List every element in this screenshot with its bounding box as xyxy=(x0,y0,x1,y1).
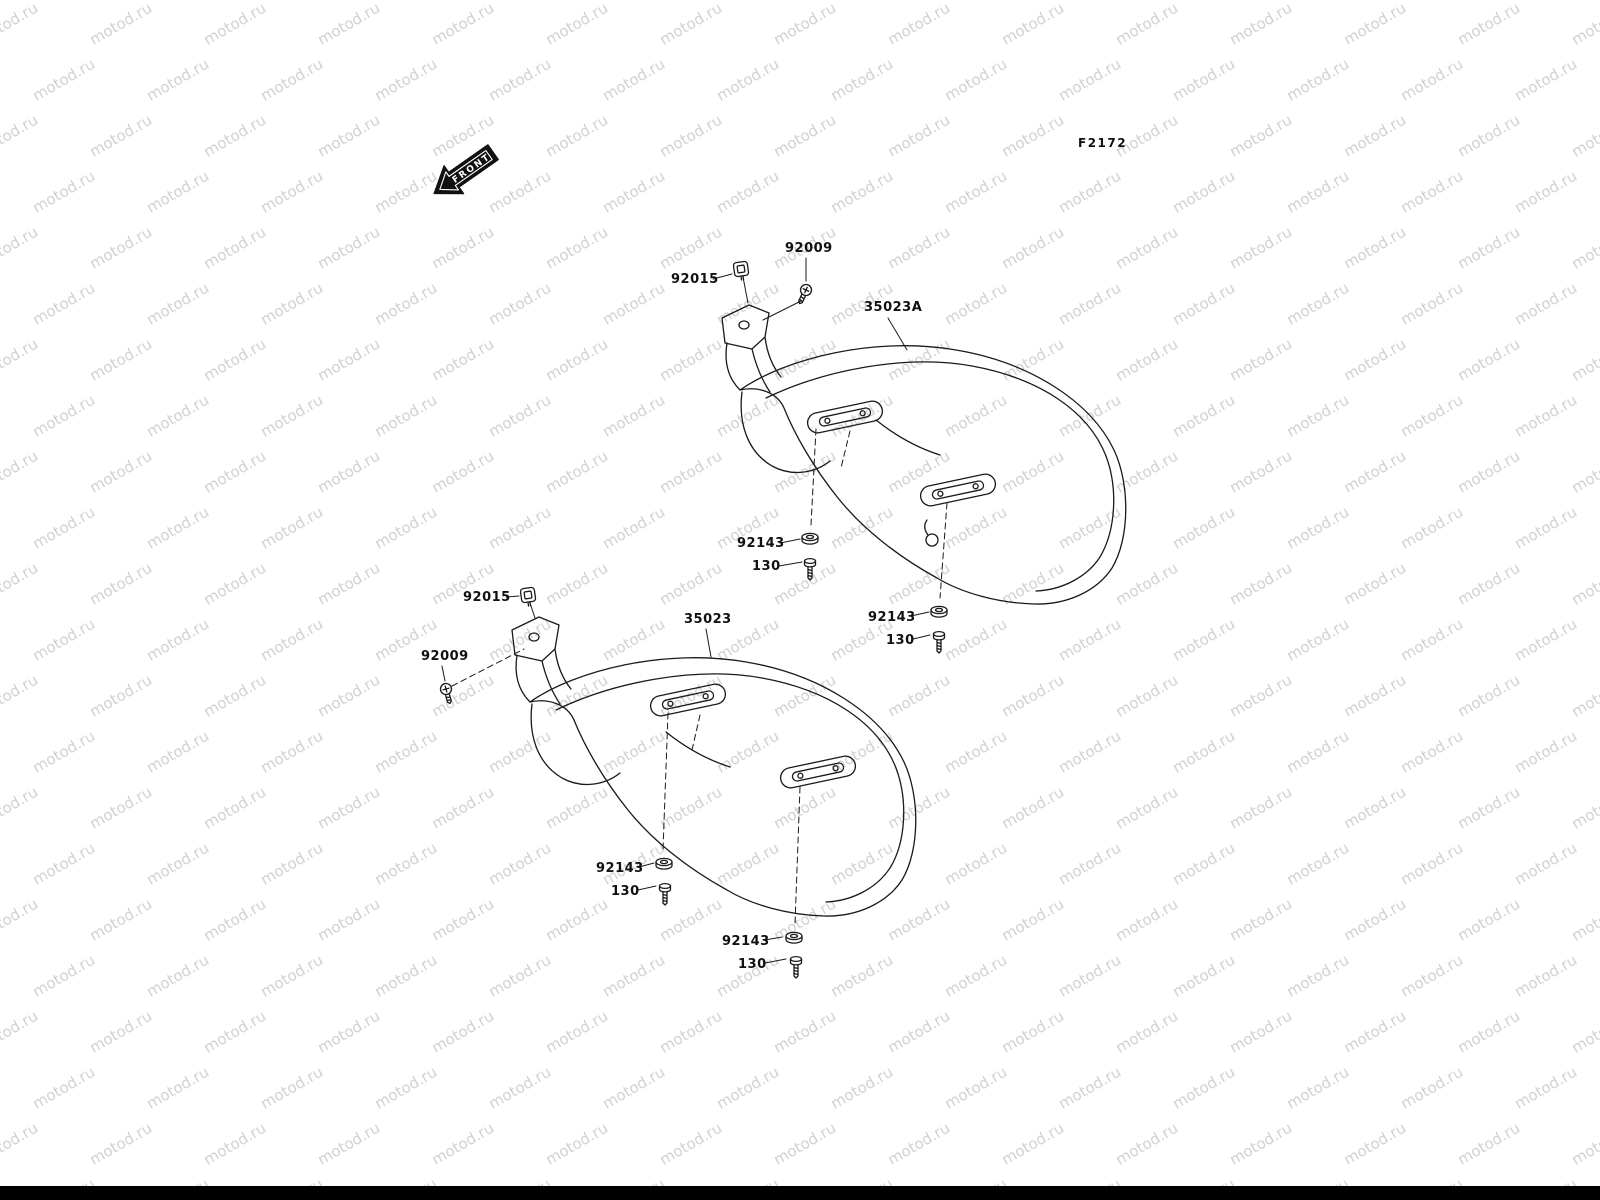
bracket-upper-supports xyxy=(725,336,782,393)
washer-92143-bottom-icon xyxy=(785,931,803,944)
part-label-130-bottom: 130 xyxy=(738,957,767,972)
fender-lower-endcap xyxy=(825,767,905,903)
part-label-35023: 35023 xyxy=(684,612,732,627)
bottom-bar xyxy=(0,1186,1600,1200)
fender-lower-front-flap xyxy=(530,703,621,786)
part-label-92143-upper-right: 92143 xyxy=(868,610,916,625)
fender-lower-ridge xyxy=(555,673,897,769)
part-label-92015-upper: 92015 xyxy=(671,272,719,287)
bracket-lower-supports xyxy=(515,648,572,705)
fender-upper-hook xyxy=(925,533,939,547)
fender-upper-crease xyxy=(875,419,941,456)
front-arrow-shape xyxy=(433,144,499,195)
part-label-92143-lower-left: 92143 xyxy=(596,861,644,876)
fender-upper-35023a xyxy=(721,304,1127,605)
damper-92015-lower-icon xyxy=(519,586,537,607)
fender-lower-35023 xyxy=(511,616,917,917)
slot-lower-d xyxy=(779,755,857,789)
part-label-130-upper-right: 130 xyxy=(886,633,915,648)
front-arrow-inner-outline xyxy=(439,150,493,191)
washer-92143-upper-left-icon xyxy=(801,532,819,545)
fender-upper-hook-tail xyxy=(924,519,929,536)
washer-92143-lower-left-icon xyxy=(655,857,673,870)
part-label-92143-bottom: 92143 xyxy=(722,934,770,949)
leader-lines xyxy=(441,257,931,964)
front-arrow: FRONT xyxy=(433,144,499,195)
bolt-130-bottom-icon xyxy=(789,955,803,979)
fender-lower-crease xyxy=(665,731,731,768)
fender-upper-outline xyxy=(739,345,1127,605)
part-label-92015-lower: 92015 xyxy=(463,590,511,605)
part-label-92009-lower: 92009 xyxy=(421,649,469,664)
part-label-35023a: 35023A xyxy=(864,300,923,315)
screw-92009-lower-icon xyxy=(439,682,453,705)
bracket-upper-hole xyxy=(738,320,750,330)
bolt-130-upper-right-icon xyxy=(932,630,946,654)
bolt-130-upper-left-icon xyxy=(803,557,817,581)
part-label-92143-upper-left: 92143 xyxy=(737,536,785,551)
fender-lower-outline xyxy=(529,657,917,917)
bracket-upper xyxy=(721,304,770,350)
bracket-lower-hole xyxy=(528,632,540,642)
slot-upper-b xyxy=(919,473,997,507)
part-label-92009-upper: 92009 xyxy=(785,241,833,256)
screw-92009-upper-icon xyxy=(798,283,813,305)
dashed-assembly-lines xyxy=(451,428,948,925)
slot-upper-a xyxy=(806,400,884,434)
damper-92015-upper-icon xyxy=(732,260,750,281)
slot-lower-c xyxy=(649,683,727,717)
fender-upper-endcap xyxy=(1035,455,1115,592)
diagram-code: F2172 xyxy=(1078,136,1128,150)
fender-upper-ridge xyxy=(765,361,1107,457)
bracket-lower xyxy=(511,616,560,662)
part-label-130-upper-left: 130 xyxy=(752,559,781,574)
bolt-130-lower-left-icon xyxy=(658,882,672,906)
part-label-130-lower-left: 130 xyxy=(611,884,640,899)
washer-92143-upper-right-icon xyxy=(930,605,948,618)
